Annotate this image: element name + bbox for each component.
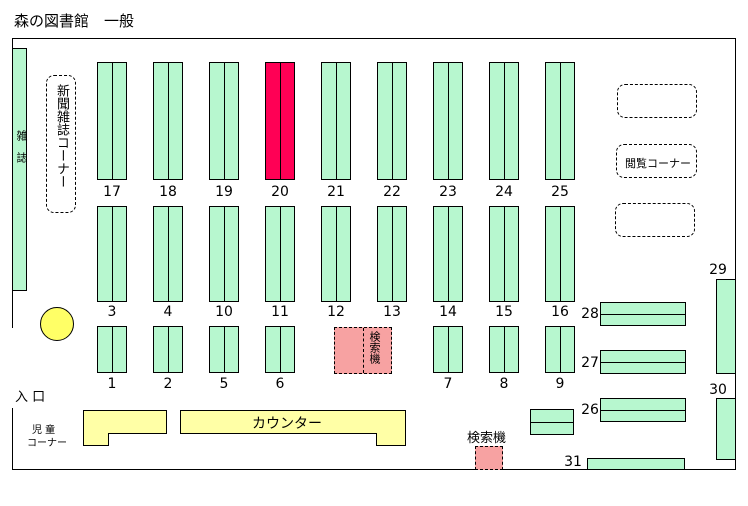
shelf-8[interactable] [489, 326, 519, 373]
shelf-5[interactable] [209, 326, 239, 373]
shelf-label-21: 21 [327, 184, 345, 200]
shelf-31[interactable] [587, 458, 685, 470]
wall-right [735, 38, 736, 470]
shelf-label-11: 11 [271, 304, 289, 320]
search-terminal-1-label: 検索機 [368, 331, 381, 364]
shelf-20[interactable] [265, 62, 295, 180]
search-terminal-1[interactable]: 検索機 [334, 327, 392, 374]
shelf-1[interactable] [97, 326, 127, 373]
shelf-label-25: 25 [551, 184, 569, 200]
shelf-label-30: 30 [709, 382, 727, 398]
shelf-label-6: 6 [275, 376, 285, 392]
shelf-27[interactable] [600, 350, 686, 374]
reading-table-1[interactable] [617, 84, 697, 118]
shelf-label-14: 14 [439, 304, 457, 320]
shelf-7[interactable] [433, 326, 463, 373]
wall-top [12, 38, 736, 39]
counter-left-shape [83, 410, 167, 446]
reading-table-2[interactable] [615, 203, 695, 237]
shelf-label-12: 12 [327, 304, 345, 320]
shelf-16[interactable] [545, 206, 575, 302]
wall-left-lower [12, 408, 13, 470]
small-shelf[interactable] [530, 409, 574, 435]
shelf-13[interactable] [377, 206, 407, 302]
shelf-29[interactable] [716, 279, 736, 374]
shelf-30[interactable] [716, 398, 736, 460]
counter-label: カウンター [252, 416, 322, 432]
shelf-4[interactable] [153, 206, 183, 302]
shelf-label-23: 23 [439, 184, 457, 200]
counter-left-outline [83, 410, 167, 446]
shelf-25[interactable] [545, 62, 575, 180]
counter-main[interactable]: カウンター [180, 410, 406, 446]
shelf-15[interactable] [489, 206, 519, 302]
reading-corner-label: 閲覧コーナー [625, 157, 691, 170]
shelf-label-29: 29 [709, 262, 727, 278]
shelf-24[interactable] [489, 62, 519, 180]
wall-bottom-right [685, 469, 736, 470]
shelf-label-16: 16 [551, 304, 569, 320]
shelf-label-4: 4 [163, 304, 173, 320]
shelf-11[interactable] [265, 206, 295, 302]
shelf-6[interactable] [265, 326, 295, 373]
shelf-label-27: 27 [581, 355, 599, 371]
children-corner-label-1: 児 童 [32, 425, 56, 436]
shelf-label-28: 28 [581, 306, 599, 322]
shelf-label-19: 19 [215, 184, 233, 200]
shelf-2[interactable] [153, 326, 183, 373]
newspaper-corner-label: 新聞雑誌コーナー [54, 84, 69, 188]
shelf-label-24: 24 [495, 184, 513, 200]
shelf-label-22: 22 [383, 184, 401, 200]
shelf-label-15: 15 [495, 304, 513, 320]
children-corner-label-2: コーナー [27, 438, 67, 449]
page-title: 森の図書館 一般 [14, 12, 135, 30]
shelf-26[interactable] [600, 398, 686, 422]
shelf-label-2: 2 [163, 376, 173, 392]
newspaper-corner[interactable]: 新聞雑誌コーナー [46, 75, 76, 213]
shelf-label-7: 7 [443, 376, 453, 392]
shelf-14[interactable] [433, 206, 463, 302]
shelf-label-31: 31 [564, 454, 582, 470]
shelf-label-9: 9 [555, 376, 565, 392]
shelf-21[interactable] [321, 62, 351, 180]
shelf-label-3: 3 [107, 304, 117, 320]
shelf-17[interactable] [97, 62, 127, 180]
search-terminal-2[interactable] [475, 446, 503, 470]
shelf-10[interactable] [209, 206, 239, 302]
shelf-label-1: 1 [107, 376, 117, 392]
shelf-12[interactable] [321, 206, 351, 302]
entrance-label: 入 口 [15, 390, 46, 405]
reading-corner[interactable]: 閲覧コーナー [616, 144, 697, 178]
shelf-label-13: 13 [383, 304, 401, 320]
magazine-wall-shelf[interactable] [12, 48, 27, 291]
shelf-28[interactable] [600, 302, 686, 326]
shelf-label-26: 26 [581, 402, 599, 418]
shelf-label-5: 5 [219, 376, 229, 392]
search-terminal-2-label: 検索機 [467, 431, 507, 446]
counter-main-shape [180, 410, 406, 446]
shelf-9[interactable] [545, 326, 575, 373]
shelf-3[interactable] [97, 206, 127, 302]
shelf-label-20: 20 [271, 184, 289, 200]
search-terminal-1-divider [363, 328, 364, 373]
shelf-23[interactable] [433, 62, 463, 180]
shelf-22[interactable] [377, 62, 407, 180]
shelf-label-18: 18 [159, 184, 177, 200]
wall-bottom [12, 469, 587, 470]
shelf-19[interactable] [209, 62, 239, 180]
shelf-label-17: 17 [103, 184, 121, 200]
shelf-18[interactable] [153, 62, 183, 180]
magazine-wall-label: 雑 誌 [15, 130, 28, 163]
shelf-label-10: 10 [215, 304, 233, 320]
pillar [40, 307, 74, 341]
shelf-label-8: 8 [499, 376, 509, 392]
